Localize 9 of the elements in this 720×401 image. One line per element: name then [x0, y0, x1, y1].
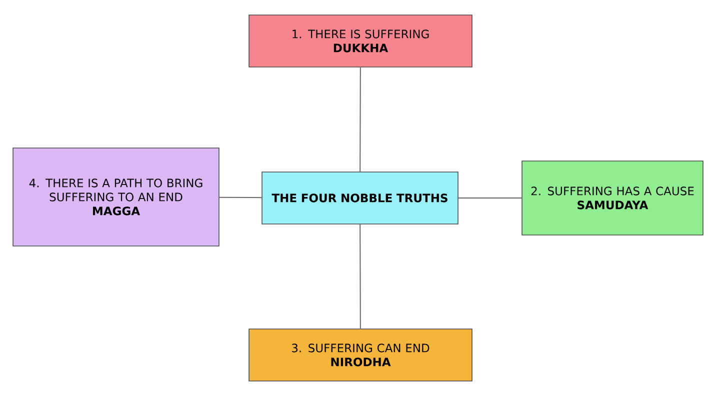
- summary-box: 4. THERE IS A PATH TO BRING SUFFERING TO AN END MAGGA: [12, 148, 220, 246]
- connector-line: [360, 66, 361, 172]
- connector-line: [218, 196, 262, 198]
- connector-line: [458, 197, 522, 198]
- summary-box: 2. SUFFERING HAS A CAUSE SAMUDAYA: [522, 160, 704, 236]
- summary-box: 1. THERE IS SUFFERING DUKKHA: [248, 14, 472, 68]
- summary-box: 3. SUFFERING CAN END NIRODHA: [248, 328, 472, 382]
- connector-line: [360, 224, 361, 330]
- title-box: THE FOUR NOBBLE TRUTHS: [262, 172, 458, 224]
